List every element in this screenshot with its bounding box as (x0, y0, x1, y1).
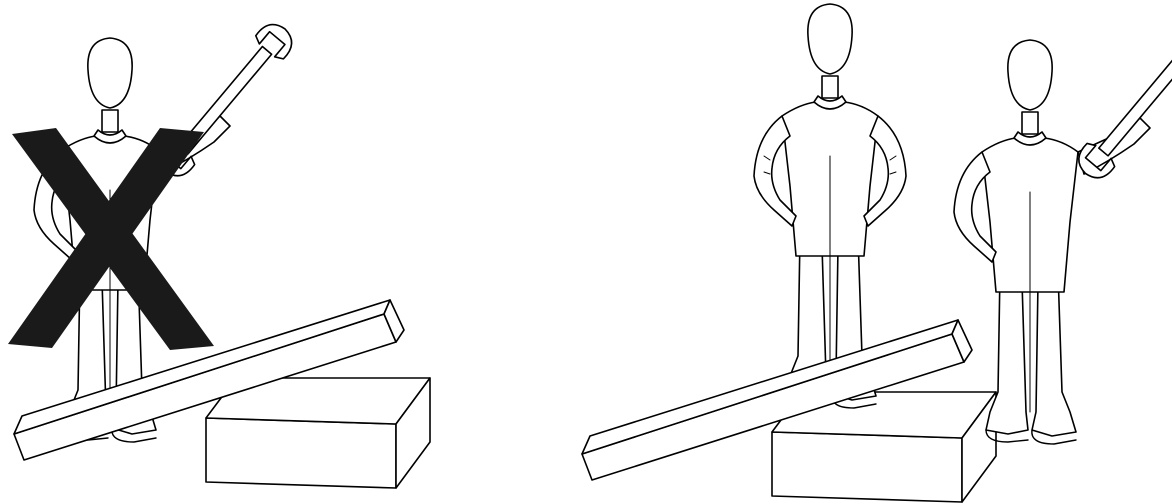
prohibited-x-mark (8, 128, 214, 350)
support-block-left (205, 377, 431, 489)
worker-with-wrench-right (953, 18, 1172, 445)
panel-incorrect (8, 16, 431, 489)
panel-correct (581, 3, 1172, 503)
